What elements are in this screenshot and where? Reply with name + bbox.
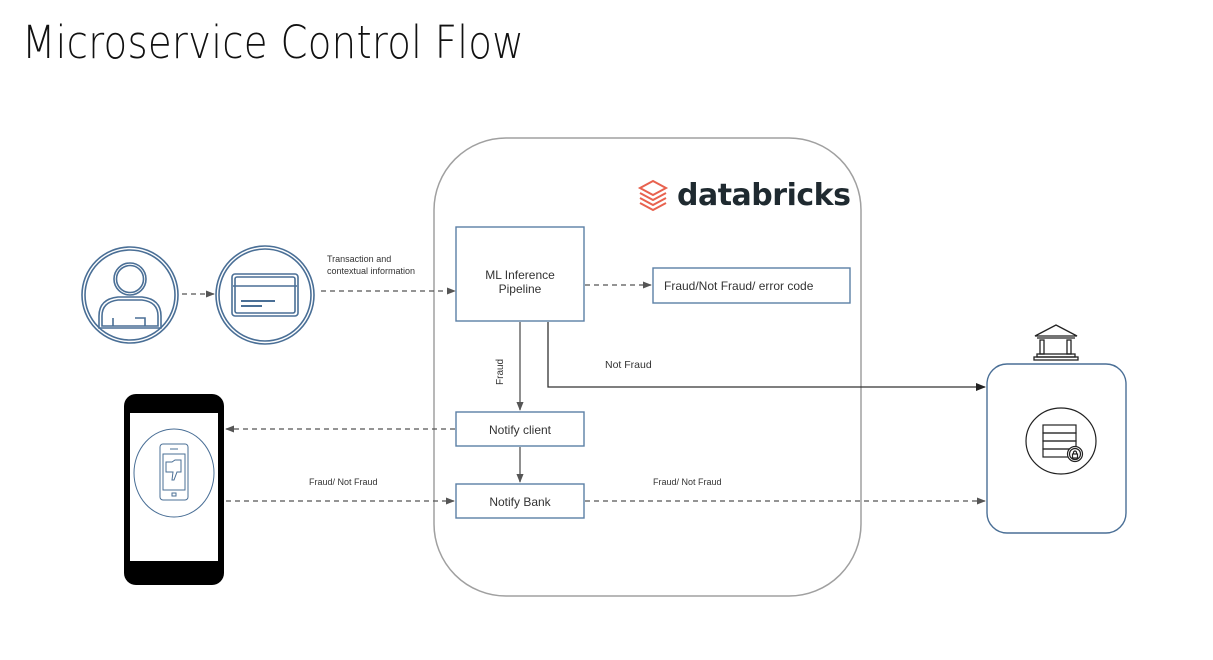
bank-response-label: Fraud/ Not Fraud — [653, 477, 722, 487]
databricks-stack-icon — [637, 179, 669, 212]
bank-system — [986, 363, 1127, 534]
transaction-label-line1: Transaction and — [327, 254, 391, 264]
notify-bank-node[interactable]: Notify Bank — [455, 483, 585, 519]
databricks-container — [433, 137, 862, 597]
user-icon — [81, 246, 179, 344]
page-title: Microservice Control Flow — [22, 16, 525, 69]
secure-database-icon — [1025, 407, 1097, 475]
notify-client-node[interactable]: Notify client — [455, 411, 585, 447]
notify-bank-label: Notify Bank — [489, 495, 551, 509]
ml-pipeline-label-line1: ML Inference — [485, 268, 555, 282]
phone-thumbs-down-icon — [133, 428, 215, 518]
ml-inference-pipeline-node[interactable]: ML Inference Pipeline — [455, 226, 585, 322]
client-phone — [124, 394, 224, 585]
client-response-label: Fraud/ Not Fraud — [309, 477, 378, 487]
databricks-logo-text: databricks — [677, 178, 850, 213]
result-label: Fraud/Not Fraud/ error code — [664, 279, 814, 293]
bank-building-icon — [1033, 324, 1079, 361]
credit-card-icon — [215, 245, 315, 345]
notify-client-label: Notify client — [489, 423, 552, 437]
not-fraud-arrow — [547, 322, 986, 391]
ml-pipeline-label-line2: Pipeline — [499, 282, 542, 296]
transaction-label-line2: contextual information — [327, 266, 415, 276]
not-fraud-label: Not Fraud — [605, 359, 652, 371]
fraud-label: Fraud — [495, 359, 506, 385]
result-node[interactable]: Fraud/Not Fraud/ error code — [652, 267, 851, 304]
